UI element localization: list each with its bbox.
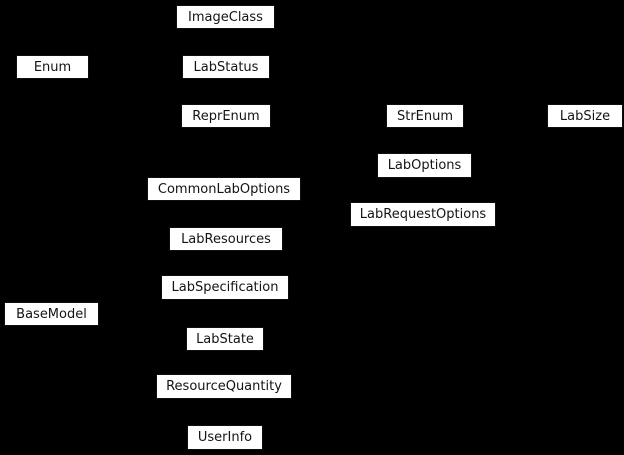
class-node-labstate[interactable]: LabState [186,327,264,351]
class-node-strenum[interactable]: StrEnum [386,104,464,128]
class-node-reprenum[interactable]: ReprEnum [181,104,271,128]
class-node-userinfo[interactable]: UserInfo [187,425,263,450]
class-node-labspecification[interactable]: LabSpecification [161,275,289,300]
class-node-resourcequantity[interactable]: ResourceQuantity [156,374,292,399]
class-node-imageclass[interactable]: ImageClass [176,5,275,29]
class-node-commonlaboptions[interactable]: CommonLabOptions [147,177,301,201]
class-node-laboptions[interactable]: LabOptions [377,153,472,178]
class-node-labstatus[interactable]: LabStatus [182,55,270,79]
class-node-labsize[interactable]: LabSize [547,104,623,128]
class-node-basemodel[interactable]: BaseModel [4,302,99,326]
class-node-labresources[interactable]: LabResources [169,227,283,251]
class-node-enum[interactable]: Enum [16,55,89,79]
class-node-labrequestoptions[interactable]: LabRequestOptions [350,202,496,227]
